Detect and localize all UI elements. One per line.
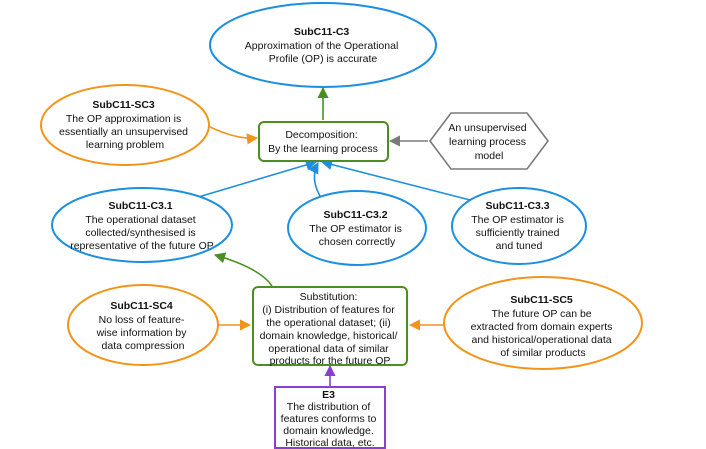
node-subc11-sc5: SubC11-SC5 The future OP can be extracte… [443,276,643,370]
node-subc11-sc4-line-3: data compression [102,340,185,352]
node-subc11-c3-3-line-3: and tuned [496,240,543,252]
node-model-line-2: learning process [449,136,526,148]
node-e3-line-2: features conforms to [281,413,377,425]
svg-text:E3 The distribution of: E3 The distribution of features conforms… [281,389,380,449]
node-decomposition: Decomposition: By the learning process [258,121,389,162]
svg-text:Substitution: (i) Distri: Substitution: (i) Distribution of featur… [260,291,401,367]
node-subc11-c3-3-id: SubC11-C3.3 [485,200,549,212]
node-subc11-sc3-line-1: The OP approximation is [66,113,181,125]
node-subc11-c3-2: SubC11-C3.2 The OP estimator is chosen c… [287,190,427,266]
node-subc11-sc3-shape [40,84,210,166]
svg-text:SubC11-SC4 No loss of fe: SubC11-SC4 No loss of feature- wise info… [96,300,190,352]
node-subc11-c3-line-2: Profile (OP) is accurate [269,53,378,65]
node-subc11-sc5-line-4: of similar products [500,347,585,359]
node-substitution-line-2: (i) Distribution of features for [262,304,395,316]
node-subc11-c3: SubC11-C3 Approximation of the Operation… [209,2,437,88]
node-subc11-c3-1: SubC11-C3.1 The operational dataset coll… [51,187,233,263]
svg-text:SubC11-C3.3 The OP estim: SubC11-C3.3 The OP estimator is sufficie… [471,200,567,252]
node-subc11-c3-id: SubC11-C3 [294,26,350,38]
node-subc11-c3-1-line-1: The operational dataset [85,214,195,226]
node-subc11-c3-1-shape [51,187,233,263]
node-e3-line-3: domain knowledge. [283,425,373,437]
svg-text:SubC11-C3.1 The operatio: SubC11-C3.1 The operational dataset coll… [70,200,214,252]
node-subc11-c3-2-id: SubC11-C3.2 [323,209,387,221]
node-subc11-c3-1-line-3: representative of the future OP [70,240,214,252]
node-decomposition-line-2: By the learning process [268,143,378,155]
node-subc11-c3-3-shape [451,187,587,265]
node-subc11-sc3-id: SubC11-SC3 [92,99,155,111]
svg-text:SubC11-C3.2 The OP estim: SubC11-C3.2 The OP estimator is chosen c… [309,209,405,248]
node-subc11-c3-2-line-1: The OP estimator is [309,223,402,235]
node-e3-shape [274,386,386,449]
svg-text:SubC11-C3 Approximation: SubC11-C3 Approximation of the Operation… [245,26,401,65]
node-subc11-c3-3: SubC11-C3.3 The OP estimator is sufficie… [451,187,587,265]
node-model-line-3: model [475,150,504,162]
node-subc11-c3-1-id: SubC11-C3.1 [108,200,172,212]
node-subc11-sc5-line-2: extracted from domain experts [471,321,613,333]
node-subc11-c3-shape [209,2,437,88]
node-subc11-sc5-line-1: The future OP can be [491,308,591,320]
node-substitution-shape [252,286,408,366]
node-e3: E3 The distribution of features conforms… [274,386,386,449]
node-e3-line-1: The distribution of [287,401,371,413]
node-subc11-sc3-line-3: learning problem [86,139,164,151]
node-subc11-c3-2-line-2: chosen correctly [319,236,396,248]
node-substitution-line-4: domain knowledge, historical/ [260,330,398,342]
node-substitution-line-3: the operational dataset; (ii) [266,317,390,329]
node-subc11-c3-3-line-2: sufficiently trained [476,227,560,239]
node-subc11-sc5-id: SubC11-SC5 [510,294,573,306]
node-subc11-sc4-shape [67,284,219,366]
node-subc11-c3-3-line-1: The OP estimator is [471,214,564,226]
node-substitution-line-1: Substitution: [300,291,358,303]
node-e3-id: E3 [322,389,335,401]
node-subc11-sc3: SubC11-SC3 The OP approximation is essen… [40,84,210,166]
node-model-shape [429,112,549,170]
node-model: An unsupervised learning process model [429,112,549,170]
node-subc11-sc5-line-3: and historical/operational data [471,334,611,346]
node-subc11-sc3-line-2: essentially an unsupervised [59,126,188,138]
node-e3-line-4: Historical data, etc. [285,437,374,449]
svg-text:SubC11-SC3 The OP approx: SubC11-SC3 The OP approximation is essen… [59,99,191,151]
edge-c33-to-decomposition [320,159,471,201]
node-decomposition-shape [258,121,389,162]
node-subc11-sc4-line-1: No loss of feature- [99,314,185,326]
node-subc11-c3-2-shape [287,190,427,266]
svg-text:Decomposition: By the le: Decomposition: By the learning process [268,129,378,155]
edge-c32-to-decomposition [308,162,321,197]
node-subc11-sc4-line-2: wise information by [96,327,188,339]
node-subc11-sc4: SubC11-SC4 No loss of feature- wise info… [67,284,219,366]
edge-sc3-to-decomposition [203,123,259,145]
node-substitution-line-5: operational data of similar [268,343,389,355]
node-substitution: Substitution: (i) Distribution of featur… [252,286,408,367]
node-subc11-c3-line-1: Approximation of the Operational [245,40,399,52]
node-substitution-line-6: products for the future OP [270,355,391,367]
node-subc11-sc5-shape [443,276,643,370]
svg-text:An unsupervised learning: An unsupervised learning process model [448,122,529,162]
node-decomposition-line-1: Decomposition: [285,129,357,141]
node-subc11-sc4-id: SubC11-SC4 [110,300,173,312]
edge-substitution-to-c31 [213,252,273,287]
node-subc11-c3-1-line-2: collected/synthesised is [85,227,195,239]
svg-text:SubC11-SC5 The future OP: SubC11-SC5 The future OP can be extracte… [471,294,616,359]
edge-c31-to-decomposition [194,159,318,199]
node-model-line-1: An unsupervised [448,122,526,134]
